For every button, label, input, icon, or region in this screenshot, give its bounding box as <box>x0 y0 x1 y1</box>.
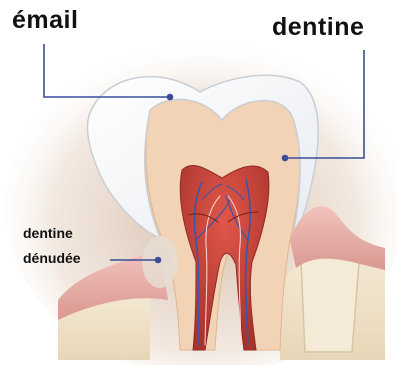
enamel-label: émail <box>12 6 78 35</box>
exposed-dentine-leader-dot <box>156 258 161 263</box>
dentine-leader-dot <box>283 156 288 161</box>
exposed-dentine-label-line1: dentine <box>23 225 73 241</box>
dentine-label: dentine <box>272 13 364 42</box>
exposed-dentine-label-line2: dénudée <box>23 250 81 266</box>
enamel-leader-dot <box>168 95 173 100</box>
